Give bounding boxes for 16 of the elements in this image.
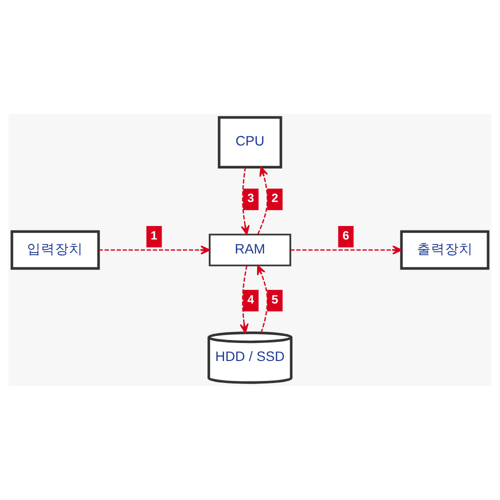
edge-label: 5: [271, 292, 278, 306]
arrow: [98, 246, 210, 254]
arrow: [257, 166, 268, 235]
edge-label: 2: [271, 191, 278, 206]
arrow: [257, 264, 268, 333]
edge-label: 4: [247, 292, 254, 306]
node-box: 입력장치: [10, 230, 100, 270]
edge-label: 1: [150, 228, 158, 242]
node-box: RAM: [208, 234, 292, 266]
arrow: [240, 265, 249, 334]
edge-label: 6: [342, 228, 350, 242]
node-box: 출력장치: [400, 230, 490, 270]
edge-label: 3: [247, 191, 254, 206]
arrow: [290, 246, 402, 254]
node-box: CPU: [218, 116, 282, 168]
arrow: [240, 167, 250, 236]
